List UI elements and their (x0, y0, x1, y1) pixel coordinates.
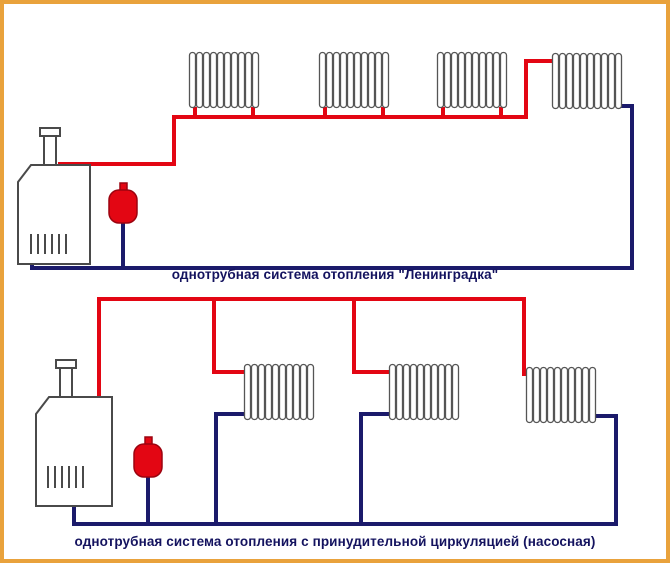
return-pipe (72, 412, 618, 526)
radiator (388, 363, 460, 421)
radiator (525, 366, 597, 424)
radiator (551, 52, 623, 110)
expansion-tank (133, 436, 163, 478)
radiator (188, 51, 260, 109)
supply-pipe (97, 297, 531, 397)
heating-schematic-svg (17, 51, 634, 526)
radiator (318, 51, 390, 109)
expansion-tank (108, 182, 138, 224)
supply-pipe (58, 59, 556, 166)
boiler (17, 127, 91, 265)
boiler (35, 359, 113, 507)
system-bottom (35, 297, 618, 526)
system-top (17, 51, 634, 270)
caption-top-system: однотрубная система отопления "Ленинград… (171, 267, 499, 282)
caption-bottom-system: однотрубная система отопления с принудит… (74, 534, 596, 549)
radiator (243, 363, 315, 421)
radiator (436, 51, 508, 109)
